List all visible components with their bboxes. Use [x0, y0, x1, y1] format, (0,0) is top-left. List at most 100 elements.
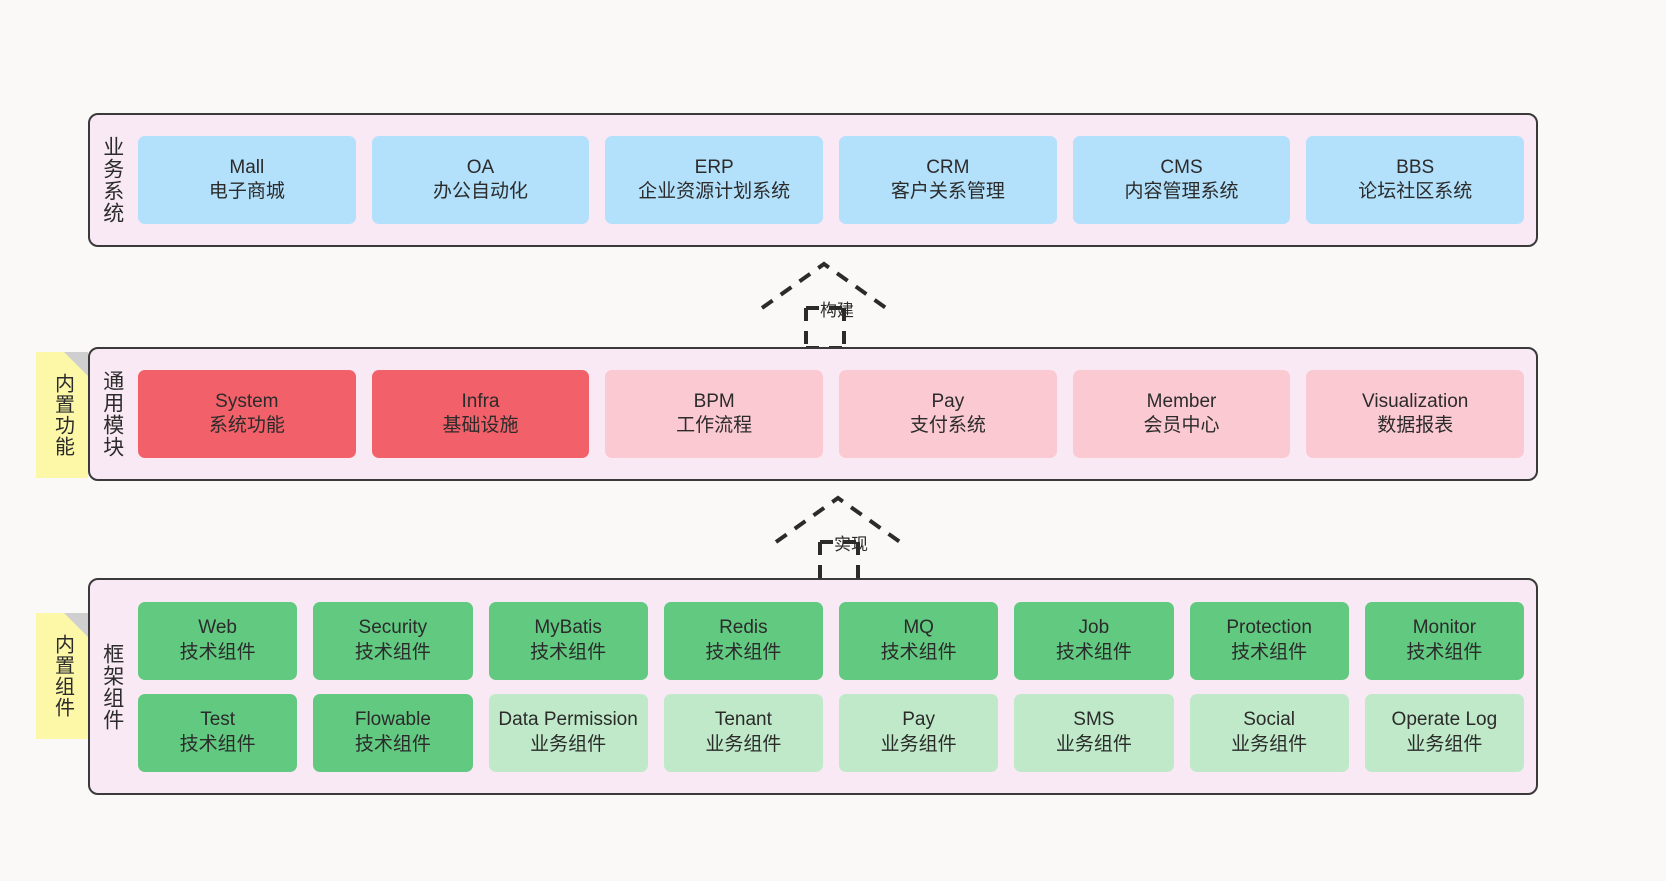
- card-social[interactable]: Social 业务组件: [1189, 693, 1349, 772]
- connector-build: 构建: [758, 258, 908, 350]
- card-subtitle: 企业资源计划系统: [638, 181, 791, 202]
- card-title: BPM: [693, 390, 735, 412]
- card-subtitle: 业务组件: [705, 733, 782, 755]
- card-subtitle: 业务组件: [1406, 733, 1483, 755]
- card-crm[interactable]: CRM 客户关系管理: [839, 136, 1057, 224]
- folded-corner-icon: [64, 613, 88, 637]
- layer-common-module: 通用模块 System 系统功能 Infra 基础设施 BPM 工作流程 Pay…: [88, 347, 1538, 481]
- card-erp[interactable]: ERP 企业资源计划系统: [605, 136, 824, 224]
- card-visualization[interactable]: Visualization 数据报表: [1306, 370, 1525, 458]
- layer-body-framework-component: Web 技术组件 Security 技术组件 MyBatis 技术组件 Redi…: [134, 580, 1536, 793]
- card-title: System: [215, 390, 279, 412]
- card-subtitle: 数据报表: [1377, 415, 1454, 436]
- card-subtitle: 业务组件: [880, 733, 957, 755]
- card-subtitle: 客户关系管理: [890, 181, 1005, 202]
- card-tenant[interactable]: Tenant 业务组件: [663, 693, 823, 772]
- connector-implement: 实现: [772, 492, 922, 584]
- card-subtitle: 支付系统: [909, 415, 986, 436]
- layer-label-business-system: 业务系统: [100, 136, 124, 224]
- card-title: Job: [1078, 617, 1110, 639]
- card-subtitle: 技术组件: [354, 733, 431, 755]
- card-cms[interactable]: CMS 内容管理系统: [1072, 136, 1291, 224]
- connector-build-label: 构建: [820, 301, 854, 320]
- card-title: Web: [198, 617, 237, 639]
- sticky-note-label: 内置组件: [51, 634, 74, 718]
- card-title: Test: [200, 709, 236, 731]
- card-infra[interactable]: Infra 基础设施: [371, 370, 590, 458]
- sticky-note-builtin-components: 内置组件: [36, 613, 88, 739]
- card-title: Visualization: [1362, 390, 1469, 412]
- card-title: MyBatis: [534, 617, 602, 639]
- card-subtitle: 技术组件: [354, 641, 431, 663]
- card-title: Infra: [461, 390, 500, 412]
- card-pay-module[interactable]: Pay 支付系统: [839, 370, 1057, 458]
- layer-framework-component: 框架组件 Web 技术组件 Security 技术组件 MyBatis 技术组件…: [88, 578, 1538, 795]
- card-subtitle: 业务组件: [1055, 733, 1132, 755]
- layer-body-common-module: System 系统功能 Infra 基础设施 BPM 工作流程 Pay 支付系统…: [134, 349, 1536, 479]
- framework-row-business: Test 技术组件 Flowable 技术组件 Data Permission …: [138, 693, 1524, 772]
- card-test[interactable]: Test 技术组件: [138, 693, 298, 772]
- card-operate-log[interactable]: Operate Log 业务组件: [1364, 693, 1524, 772]
- card-subtitle: 技术组件: [1231, 641, 1308, 663]
- card-title: Data Permission: [498, 709, 638, 731]
- card-subtitle: 技术组件: [1055, 641, 1132, 663]
- card-bpm[interactable]: BPM 工作流程: [605, 370, 824, 458]
- card-title: Flowable: [354, 709, 431, 731]
- folded-corner-icon: [64, 352, 88, 376]
- layer-business-system: 业务系统 Mall 电子商城 OA 办公自动化 ERP 企业资源计划系统 CRM…: [88, 113, 1538, 247]
- layer-label-framework-component: 框架组件: [100, 642, 124, 731]
- card-title: Member: [1146, 390, 1217, 412]
- card-data-permission[interactable]: Data Permission 业务组件: [488, 693, 648, 772]
- card-protection[interactable]: Protection 技术组件: [1189, 601, 1349, 680]
- card-title: CRM: [926, 156, 970, 178]
- card-title: ERP: [694, 156, 734, 178]
- card-title: Operate Log: [1391, 709, 1498, 731]
- card-subtitle: 内容管理系统: [1124, 181, 1239, 202]
- card-web[interactable]: Web 技术组件: [138, 601, 298, 680]
- card-mall[interactable]: Mall 电子商城: [138, 136, 356, 224]
- card-redis[interactable]: Redis 技术组件: [663, 601, 823, 680]
- card-title: Pay: [931, 390, 965, 412]
- sticky-note-builtin-features: 内置功能: [36, 352, 88, 478]
- card-subtitle: 办公自动化: [433, 181, 529, 202]
- card-subtitle: 基础设施: [442, 415, 519, 436]
- card-subtitle: 系统功能: [208, 415, 285, 436]
- card-flowable[interactable]: Flowable 技术组件: [313, 693, 473, 772]
- card-subtitle: 技术组件: [179, 733, 256, 755]
- card-subtitle: 会员中心: [1143, 415, 1220, 436]
- card-title: Redis: [719, 617, 768, 639]
- card-title: Tenant: [714, 709, 772, 731]
- card-subtitle: 论坛社区系统: [1358, 181, 1473, 202]
- card-title: Protection: [1226, 617, 1312, 639]
- card-mq[interactable]: MQ 技术组件: [839, 601, 999, 680]
- framework-row-technical: Web 技术组件 Security 技术组件 MyBatis 技术组件 Redi…: [138, 601, 1524, 680]
- card-security[interactable]: Security 技术组件: [313, 601, 473, 680]
- card-subtitle: 电子商城: [208, 181, 285, 202]
- card-oa[interactable]: OA 办公自动化: [371, 136, 590, 224]
- card-system[interactable]: System 系统功能: [138, 370, 356, 458]
- connector-implement-label: 实现: [834, 535, 868, 554]
- layer-label-common-module: 通用模块: [100, 370, 124, 458]
- card-subtitle: 技术组件: [530, 641, 607, 663]
- card-title: MQ: [903, 617, 934, 639]
- card-member[interactable]: Member 会员中心: [1072, 370, 1291, 458]
- card-subtitle: 工作流程: [676, 415, 753, 436]
- card-title: Social: [1243, 709, 1295, 731]
- card-pay-component[interactable]: Pay 业务组件: [839, 693, 999, 772]
- card-sms[interactable]: SMS 业务组件: [1014, 693, 1174, 772]
- card-subtitle: 技术组件: [880, 641, 957, 663]
- card-title: OA: [466, 156, 495, 178]
- card-bbs[interactable]: BBS 论坛社区系统: [1306, 136, 1525, 224]
- card-subtitle: 业务组件: [530, 733, 607, 755]
- card-subtitle: 技术组件: [1406, 641, 1483, 663]
- card-title: Monitor: [1412, 617, 1477, 639]
- card-title: Mall: [229, 156, 265, 178]
- card-mybatis[interactable]: MyBatis 技术组件: [488, 601, 648, 680]
- card-monitor[interactable]: Monitor 技术组件: [1364, 601, 1524, 680]
- card-title: BBS: [1396, 156, 1435, 178]
- card-job[interactable]: Job 技术组件: [1014, 601, 1174, 680]
- connector-implement-arrow: [774, 495, 902, 584]
- card-title: CMS: [1160, 156, 1203, 178]
- card-title: SMS: [1073, 709, 1115, 731]
